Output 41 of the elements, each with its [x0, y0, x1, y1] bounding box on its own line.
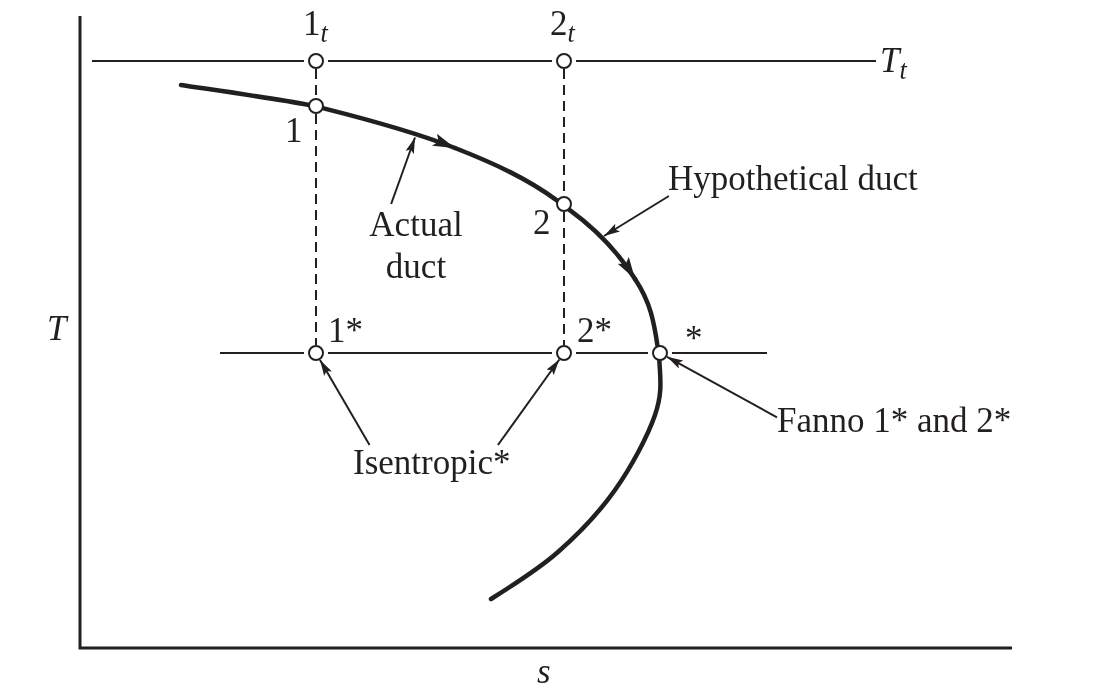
state-point: [556, 345, 572, 361]
point-label: 2: [533, 205, 551, 240]
curve-segment: [488, 358, 663, 602]
state-point: [308, 98, 324, 114]
axis-label: s: [537, 654, 551, 689]
reference-line: [575, 60, 877, 62]
state-point: [556, 53, 572, 69]
state-point: [308, 345, 324, 361]
reference-line: [327, 352, 553, 354]
dashed-line: [563, 211, 565, 346]
point-label: 2$_{t}$: [550, 6, 575, 41]
axis-label: T: [47, 311, 67, 346]
curve-segment: [567, 207, 638, 282]
callout-text: Isentropic*: [353, 445, 511, 480]
callout-text: Fanno 1* and 2*: [777, 403, 1012, 438]
leader-arrow: [496, 358, 561, 446]
point-label: 1*: [328, 313, 363, 348]
leader-arrow: [666, 355, 778, 419]
reference-line: [575, 352, 649, 354]
reference-line: [671, 352, 768, 354]
line-label: T$_{t}$: [880, 43, 907, 78]
reference-line: [91, 60, 305, 62]
reference-line: [327, 60, 553, 62]
leader-arrow: [390, 136, 416, 205]
curve-segment: [321, 106, 458, 151]
state-point: [556, 196, 572, 212]
callout-text: Hypothetical duct: [668, 161, 918, 196]
curve-segment: [632, 276, 660, 348]
point-label: *: [685, 321, 703, 356]
leader-arrow: [319, 358, 371, 446]
callout-text: Actual duct: [361, 204, 471, 288]
reference-line: [219, 352, 305, 354]
dashed-line: [315, 113, 317, 346]
leader-arrow: [603, 195, 670, 237]
point-label: 2*: [577, 313, 612, 348]
point-label: 1$_{t}$: [303, 6, 328, 41]
state-point: [652, 345, 668, 361]
curve-segment: [178, 82, 311, 107]
curve-segment: [452, 145, 560, 203]
point-label: 1: [285, 113, 303, 148]
state-point: [308, 53, 324, 69]
